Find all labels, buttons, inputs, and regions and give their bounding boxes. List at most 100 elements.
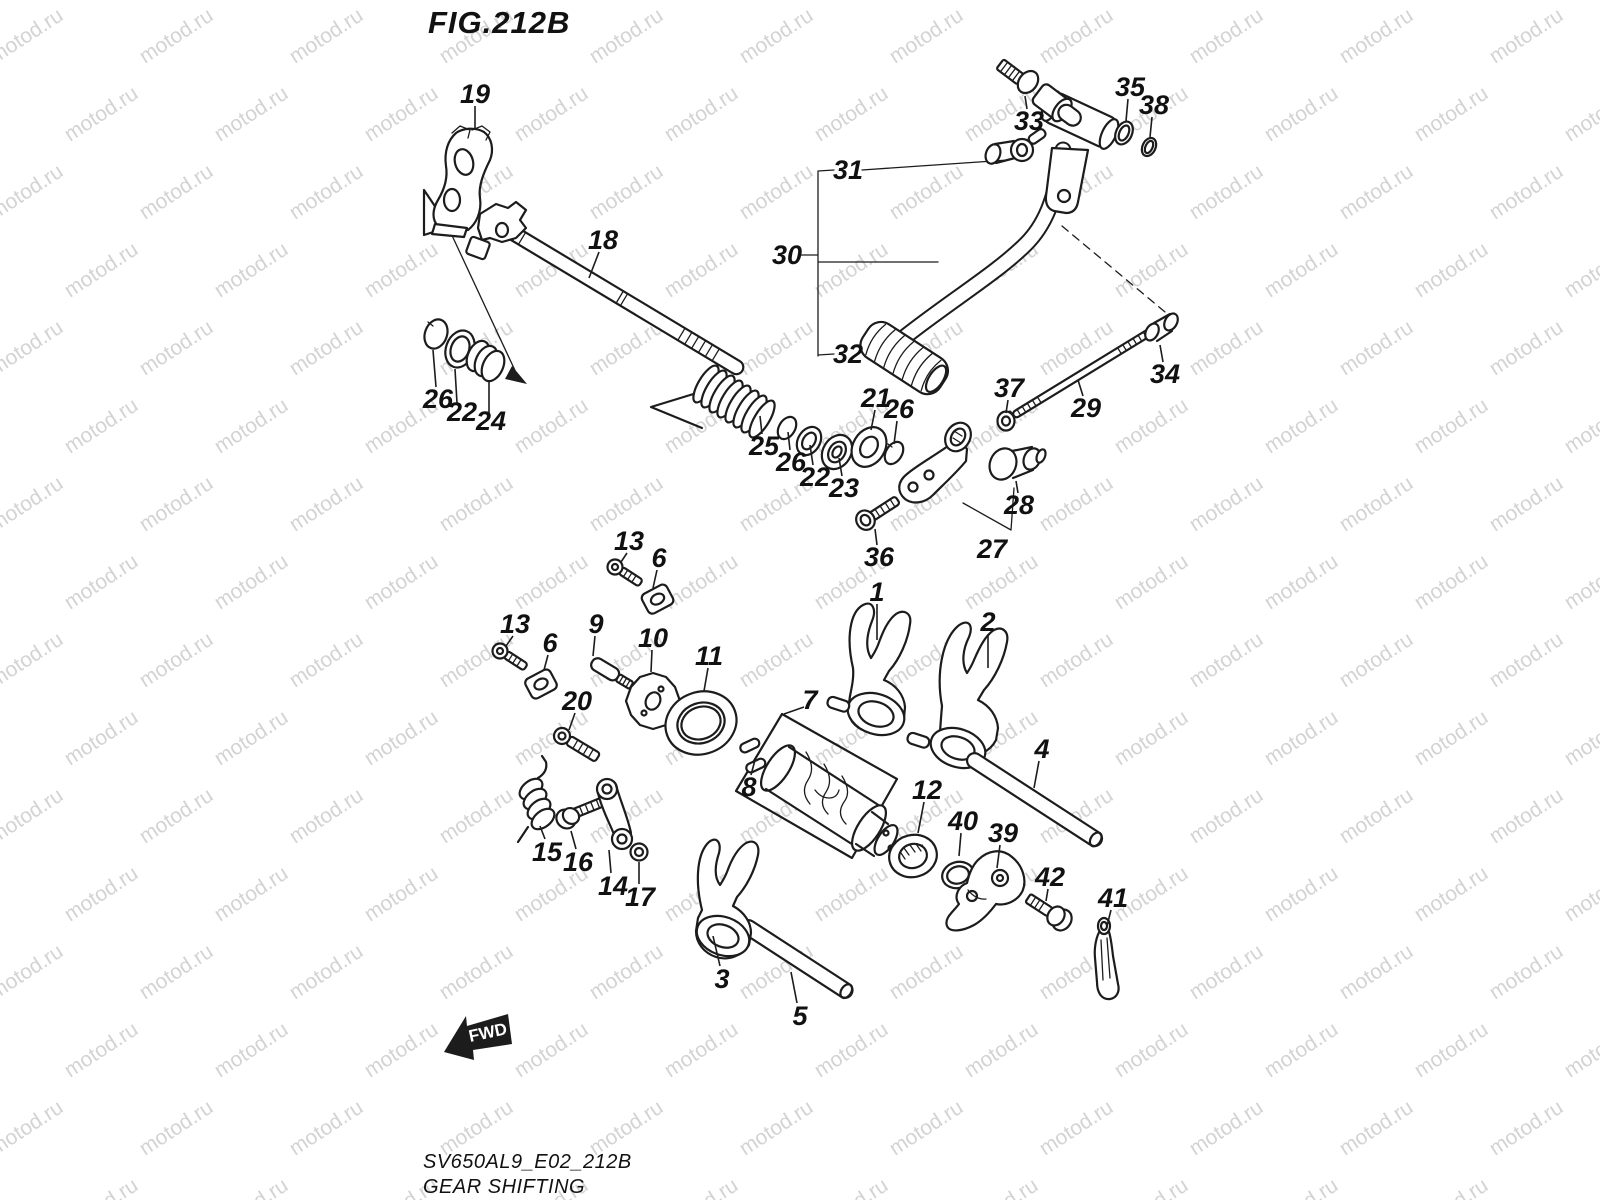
part-26-circlip-right — [883, 440, 905, 466]
part-label-7: 7 — [802, 685, 819, 715]
leader-line-26 — [432, 349, 437, 388]
leader-line-28 — [1015, 480, 1019, 494]
part-label-40: 40 — [947, 806, 978, 836]
leader-line-26 — [893, 420, 898, 445]
part-35-washer — [1114, 120, 1134, 146]
watermark-text: motod.ru — [1560, 238, 1600, 302]
watermark-text: motod.ru — [885, 160, 967, 224]
leader-line-18 — [588, 251, 600, 279]
part-4-fork-shaft — [965, 752, 1104, 848]
watermark-text: motod.ru — [585, 160, 667, 224]
watermark-text: motod.ru — [1335, 472, 1417, 536]
watermark-text: motod.ru — [585, 940, 667, 1004]
watermark-text: motod.ru — [1410, 706, 1492, 770]
watermark-text: motod.ru — [285, 784, 367, 848]
part-25-return-spring — [649, 364, 776, 439]
part-34-nut — [1144, 312, 1179, 343]
leader-line-23 — [838, 457, 843, 477]
watermark-text: motod.ru — [510, 550, 592, 614]
watermark-text: motod.ru — [285, 1096, 367, 1160]
watermark-text: motod.ru — [1185, 160, 1267, 224]
watermark-text: motod.ru — [735, 4, 817, 68]
leader-line-6 — [652, 569, 658, 589]
watermark-text: motod.ru — [510, 82, 592, 146]
watermark-text: motod.ru — [1335, 940, 1417, 1004]
watermark-text: motod.ru — [360, 1018, 442, 1082]
watermark-text: motod.ru — [285, 160, 367, 224]
watermark-text: motod.ru — [1485, 160, 1567, 224]
watermark-text: motod.ru — [1110, 238, 1192, 302]
leader-line-39 — [996, 844, 1001, 869]
leader-line-7 — [783, 706, 805, 715]
part-3-shift-fork — [694, 838, 760, 960]
part-label-18: 18 — [588, 225, 618, 255]
watermark-text: motod.ru — [1260, 1174, 1342, 1200]
part-38-oring — [1140, 136, 1158, 158]
watermark-text: motod.ru — [885, 1096, 967, 1160]
leader-line-10 — [650, 649, 653, 673]
watermark-text: motod.ru — [1035, 472, 1117, 536]
part-label-10: 10 — [638, 623, 668, 653]
watermark-text: motod.ru — [1560, 1174, 1600, 1200]
part-label-25: 25 — [748, 431, 780, 461]
part-label-11: 11 — [695, 641, 723, 671]
part-label-30: 30 — [772, 240, 802, 270]
part-label-2: 2 — [979, 607, 995, 637]
leader-line-21 — [870, 409, 876, 431]
watermark-text: motod.ru — [60, 862, 142, 926]
part-label-29: 29 — [1070, 393, 1101, 423]
watermark-text: motod.ru — [960, 1174, 1042, 1200]
part-23-bearing-bush — [820, 433, 854, 471]
part-label-13: 13 — [614, 526, 644, 556]
reference-bracket-30-31-32 — [798, 159, 1009, 357]
leader-line-36 — [874, 528, 878, 546]
watermark-text: motod.ru — [210, 1174, 292, 1200]
watermark-text: motod.ru — [135, 472, 217, 536]
watermark-text: motod.ru — [735, 628, 817, 692]
part-label-38: 38 — [1139, 90, 1169, 120]
watermark-text: motod.ru — [135, 316, 217, 380]
part-label-16: 16 — [563, 847, 594, 877]
watermark-text: motod.ru — [1335, 1096, 1417, 1160]
footer-code: SV650AL9_E02_212B — [423, 1151, 632, 1173]
fwd-arrow-icon — [444, 1014, 512, 1060]
part-label-3: 3 — [714, 964, 729, 994]
part-17-washer — [629, 842, 649, 862]
watermark-text: motod.ru — [1410, 394, 1492, 458]
watermark-text: motod.ru — [285, 4, 367, 68]
watermark-text: motod.ru — [435, 472, 517, 536]
part-26-circlip-middle — [776, 415, 798, 441]
watermark-text: motod.ru — [60, 82, 142, 146]
part-label-8: 8 — [741, 772, 756, 802]
watermark-text: motod.ru — [1110, 1018, 1192, 1082]
watermark-text: motod.ru — [1560, 1018, 1600, 1082]
part-41-stopper-hook — [1093, 916, 1120, 1001]
part-label-26: 26 — [775, 447, 807, 477]
watermark-text: motod.ru — [1410, 862, 1492, 926]
watermark-text: motod.ru — [1560, 82, 1600, 146]
leader-line-37 — [1005, 399, 1009, 414]
watermark-text: motod.ru — [285, 628, 367, 692]
assembly-dashed-line — [1061, 225, 1172, 318]
watermark-text: motod.ru — [810, 82, 892, 146]
figure-title: FIG.212B — [428, 5, 570, 40]
watermark-text: motod.ru — [1560, 706, 1600, 770]
part-40-oring — [941, 860, 975, 890]
watermark-text: motod.ru — [210, 394, 292, 458]
watermark-text: motod.ru — [1185, 472, 1267, 536]
leader-line-layer — [432, 95, 1164, 1004]
watermark-text: motod.ru — [1410, 550, 1492, 614]
part-label-32: 32 — [833, 339, 863, 369]
part-label-22: 22 — [446, 397, 477, 427]
part-label-9: 9 — [588, 609, 603, 639]
part-27-shift-arm — [898, 421, 972, 504]
watermark-text: motod.ru — [285, 316, 367, 380]
part-label-1: 1 — [869, 577, 884, 607]
leader-line-40 — [958, 832, 962, 857]
watermark-text: motod.ru — [1185, 1096, 1267, 1160]
watermark-text: motod.ru — [1410, 238, 1492, 302]
part-32-pedal-rubber — [859, 320, 950, 396]
watermark-text: motod.ru — [1110, 706, 1192, 770]
watermark-text: motod.ru — [660, 1174, 742, 1200]
